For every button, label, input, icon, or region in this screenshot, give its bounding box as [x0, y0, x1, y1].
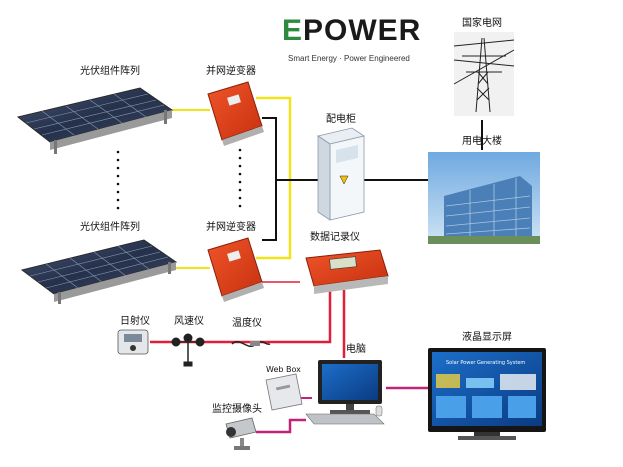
epower-logo: EPOWER Smart Energy · Power Engineered	[282, 14, 422, 66]
label-cabinet: 配电柜	[326, 112, 356, 125]
dc-line-top	[256, 96, 292, 180]
label-grid: 国家电网	[462, 16, 502, 29]
video-line-camera	[256, 418, 306, 434]
irradiance-sensor	[117, 329, 149, 355]
inverter-bottom	[207, 237, 264, 302]
label-camera: 监控摄像头	[212, 402, 262, 415]
lcd-title: Solar Power Generating System	[446, 360, 525, 366]
anemometer	[171, 333, 205, 367]
surveillance-camera	[225, 417, 257, 450]
label-pv-array-bottom: 光伏组件阵列	[80, 220, 140, 233]
logo-wordmark: EPOWER	[282, 14, 422, 47]
lcd-display	[428, 348, 546, 440]
ac-line-inverters	[262, 117, 277, 241]
temperature-sensor	[231, 341, 271, 347]
label-webbox: Web Box	[266, 365, 301, 374]
data-logger	[305, 249, 389, 294]
distribution-cabinet	[317, 127, 365, 221]
office-building	[428, 152, 540, 244]
signal-line-sensors	[150, 290, 332, 344]
logo-letter-e: E	[282, 14, 304, 47]
label-computer: 电脑	[346, 342, 366, 355]
computer	[305, 360, 385, 425]
logo-tagline: Smart Energy · Power Engineered	[288, 54, 410, 63]
label-logger: 数据记录仪	[310, 230, 360, 243]
label-anemometer: 风速仪	[174, 315, 204, 327]
pv-array-bottom	[20, 239, 178, 304]
pv-array-top	[16, 87, 174, 154]
label-irradiance: 日射仪	[120, 315, 150, 327]
dotted-continuation	[116, 148, 242, 210]
label-lcd: 液晶显示屏	[462, 330, 512, 343]
dc-line-bottom	[256, 180, 292, 260]
power-tower	[453, 32, 515, 116]
label-pv-array-top: 光伏组件阵列	[80, 64, 140, 77]
label-building: 用电大楼	[462, 134, 502, 147]
label-inverter-bottom: 并网逆变器	[206, 220, 256, 233]
inverter-top	[207, 81, 264, 146]
label-thermometer: 温度仪	[232, 316, 262, 329]
label-inverter-top: 并网逆变器	[206, 64, 256, 77]
connection-lines	[150, 96, 483, 434]
web-box	[265, 373, 303, 411]
